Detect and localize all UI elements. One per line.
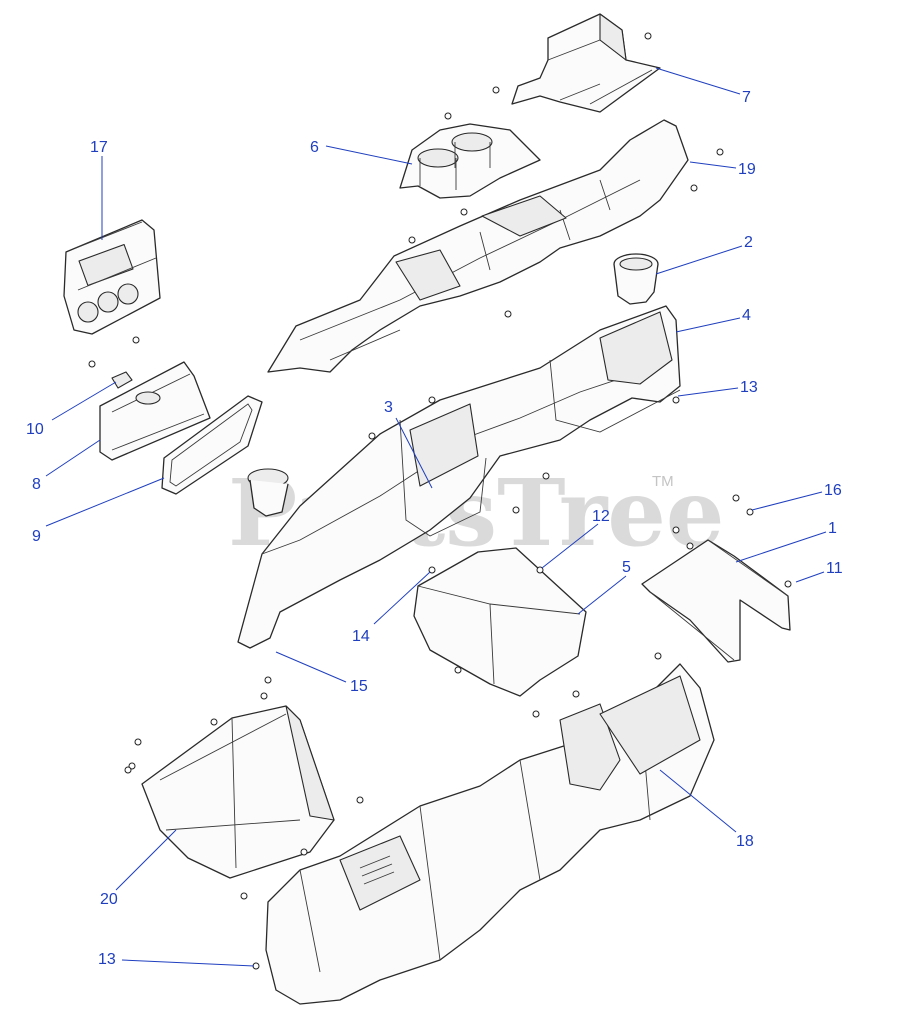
callout-11: 11 bbox=[795, 560, 843, 583]
fastener-icon bbox=[644, 32, 652, 40]
fastener-icon bbox=[428, 396, 436, 404]
callout-12: 12 bbox=[541, 508, 610, 569]
callout-10: 10 bbox=[26, 381, 117, 438]
callout-label: 10 bbox=[26, 421, 44, 438]
callout-2: 2 bbox=[655, 234, 753, 275]
watermark-tm: TM bbox=[652, 473, 674, 490]
fastener-icon bbox=[210, 718, 218, 726]
fastener-icon bbox=[240, 892, 248, 900]
fastener-icon bbox=[686, 542, 694, 550]
callout-label: 11 bbox=[826, 560, 843, 577]
callout-5: 5 bbox=[577, 559, 631, 615]
callout-1: 1 bbox=[735, 520, 837, 563]
callout-8: 8 bbox=[32, 439, 101, 493]
callout-label: 14 bbox=[352, 628, 370, 645]
fastener-icon bbox=[672, 526, 680, 534]
callout-label: 7 bbox=[742, 89, 751, 106]
callout-label: 13 bbox=[740, 379, 758, 396]
callout-label: 12 bbox=[592, 508, 610, 525]
callout-label: 19 bbox=[738, 161, 756, 178]
callout-7: 7 bbox=[655, 67, 751, 106]
fastener-icon bbox=[784, 580, 792, 588]
fastener-icon bbox=[124, 766, 132, 774]
callout-label: 8 bbox=[32, 476, 41, 493]
fastener-icon bbox=[654, 652, 662, 660]
part-8-glovebox-door bbox=[99, 361, 211, 461]
fastener-icon bbox=[536, 566, 544, 574]
callout-13-upper: 13 bbox=[677, 379, 758, 397]
callout-17: 17 bbox=[90, 139, 108, 240]
callout-6: 6 bbox=[310, 139, 413, 165]
fastener-icon bbox=[716, 148, 724, 156]
callout-13-lower: 13 bbox=[98, 951, 255, 968]
callout-label: 9 bbox=[32, 528, 41, 545]
callout-14: 14 bbox=[352, 571, 431, 645]
callout-label: 3 bbox=[384, 399, 393, 416]
fastener-icon bbox=[690, 184, 698, 192]
callout-label: 2 bbox=[744, 234, 753, 251]
callout-3: 3 bbox=[384, 399, 433, 489]
fastener-icon bbox=[512, 506, 520, 514]
fastener-icon bbox=[428, 566, 436, 574]
part-6-cupholder-tray bbox=[399, 123, 541, 199]
fastener-icon bbox=[460, 208, 468, 216]
callout-label: 17 bbox=[90, 139, 108, 156]
fastener-icon bbox=[134, 738, 142, 746]
callout-19: 19 bbox=[689, 161, 756, 178]
fastener-icon bbox=[572, 690, 580, 698]
fastener-icon bbox=[408, 236, 416, 244]
callout-label: 20 bbox=[100, 891, 118, 908]
fastener-icon bbox=[746, 508, 754, 516]
part-center-console bbox=[267, 119, 689, 373]
callout-label: 4 bbox=[742, 307, 751, 324]
callout-label: 6 bbox=[310, 139, 319, 156]
part-5-glovebox-bin bbox=[413, 547, 587, 697]
part-9-seal-frame bbox=[161, 395, 263, 495]
fastener-icon bbox=[672, 396, 680, 404]
fastener-icon bbox=[300, 848, 308, 856]
fastener-group bbox=[88, 32, 792, 970]
callout-label: 1 bbox=[828, 520, 837, 537]
fastener-icon bbox=[128, 762, 136, 770]
callout-label: 13 bbox=[98, 951, 116, 968]
part-7-rear-cover bbox=[511, 13, 661, 113]
fastener-icon bbox=[532, 710, 540, 718]
part-20-storage-bin bbox=[141, 705, 335, 879]
part-10-latch bbox=[111, 371, 133, 389]
fastener-icon bbox=[264, 676, 272, 684]
fastener-icon bbox=[492, 86, 500, 94]
fastener-icon bbox=[454, 666, 462, 674]
callout-20: 20 bbox=[100, 829, 177, 908]
callout-9: 9 bbox=[32, 477, 165, 545]
fastener-icon bbox=[260, 692, 268, 700]
fastener-icon bbox=[88, 360, 96, 368]
fastener-icon bbox=[542, 472, 550, 480]
part-17-instrument-bezel bbox=[63, 219, 161, 335]
part-1-bracket bbox=[641, 539, 791, 663]
part-4-dash-main bbox=[237, 305, 681, 649]
part-18-lower-dash bbox=[265, 663, 715, 1005]
fastener-icon bbox=[504, 310, 512, 318]
callout-label: 16 bbox=[824, 482, 842, 499]
fastener-icon bbox=[444, 112, 452, 120]
fastener-icon bbox=[368, 432, 376, 440]
callout-4: 4 bbox=[675, 307, 751, 333]
fastener-icon bbox=[356, 796, 364, 804]
callout-label: 5 bbox=[622, 559, 631, 576]
fastener-icon bbox=[732, 494, 740, 502]
callout-15: 15 bbox=[275, 651, 368, 695]
part-2-cup-insert bbox=[613, 253, 659, 305]
callout-18: 18 bbox=[659, 769, 754, 850]
callout-16: 16 bbox=[751, 482, 842, 511]
callout-label: 15 bbox=[350, 678, 368, 695]
fastener-icon bbox=[132, 336, 140, 344]
callout-label: 18 bbox=[736, 833, 754, 850]
